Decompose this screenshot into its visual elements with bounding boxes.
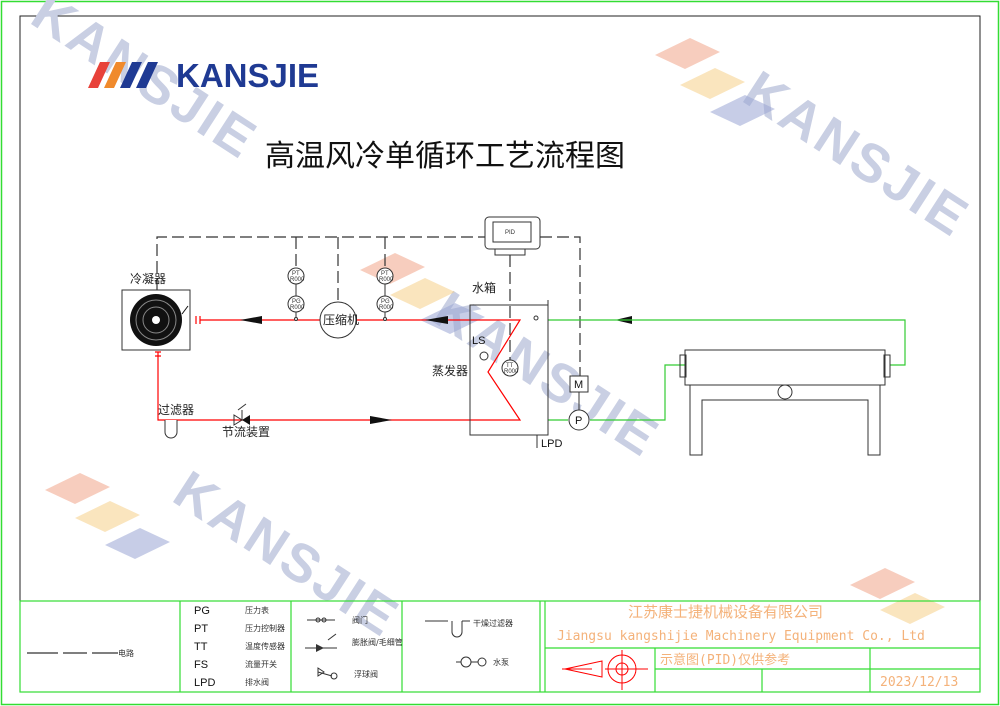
pump: M P <box>568 375 590 431</box>
svg-text:R000: R000 <box>504 369 519 375</box>
kansjie-logo: KANSJIE <box>88 57 319 94</box>
svg-text:PG: PG <box>292 299 301 305</box>
svg-text:电路: 电路 <box>118 648 134 658</box>
tt-sensor: TT R000 <box>501 359 519 377</box>
projection-symbol-icon <box>562 650 648 690</box>
drawing-date: 2023/12/13 <box>880 675 958 690</box>
svg-text:P: P <box>575 415 582 427</box>
dryer-filter: 过滤器 <box>158 403 194 439</box>
title-block: 江苏康士捷机械设备有限公司 Jiangsu kangshijie Machine… <box>557 603 958 690</box>
company-name-en: Jiangsu kangshijie Machinery Equipment C… <box>557 629 925 644</box>
legend-circuit: 电路 <box>27 648 134 658</box>
level-switch-label: LS <box>472 335 485 347</box>
svg-text:R000: R000 <box>379 277 394 283</box>
svg-text:浮球阀: 浮球阀 <box>354 669 378 679</box>
svg-text:节流装置: 节流装置 <box>222 425 270 439</box>
svg-text:PT: PT <box>292 271 300 277</box>
svg-text:温度传感器: 温度传感器 <box>245 641 285 651</box>
pt-gauge-1: PT R000 <box>287 267 305 296</box>
svg-text:排水阀: 排水阀 <box>245 677 269 687</box>
svg-text:LPD: LPD <box>194 677 215 689</box>
pg-gauge-1: PG R000 <box>287 295 305 321</box>
process-equipment <box>679 349 891 456</box>
svg-text:水箱: 水箱 <box>472 280 496 295</box>
svg-text:干燥过滤器: 干燥过滤器 <box>473 618 513 628</box>
pid-controller: PID <box>484 216 541 256</box>
svg-text:膨胀阀/毛细管: 膨胀阀/毛细管 <box>352 637 403 647</box>
svg-text:压力控制器: 压力控制器 <box>245 623 285 633</box>
svg-text:压力表: 压力表 <box>245 605 269 615</box>
refrigerant-lines <box>155 316 522 421</box>
svg-text:PT: PT <box>194 623 208 635</box>
svg-text:TT: TT <box>506 363 514 369</box>
pt-gauge-2: PT R000 <box>376 267 394 296</box>
legend-abbreviations: PG 压力表 PT 压力控制器 TT 温度传感器 FS 流量开关 LPD 排水阀 <box>194 605 285 689</box>
svg-text:阀门: 阀门 <box>352 615 368 625</box>
compressor: 压缩机 <box>319 301 359 339</box>
svg-text:过滤器: 过滤器 <box>158 403 194 417</box>
svg-text:PT: PT <box>381 271 389 277</box>
watermark-text: KANSJIE <box>733 60 980 249</box>
svg-text:R000: R000 <box>379 305 394 311</box>
water-tank: 水箱 蒸发器 LS <box>432 280 549 436</box>
evaporator-label: 蒸发器 <box>432 363 468 378</box>
condenser: 冷凝器 <box>121 271 191 351</box>
reference-note: 示意图(PID)仅供参考 <box>660 652 790 668</box>
watermark-text: KANSJIE <box>163 460 410 649</box>
throttle-valve: 节流装置 <box>222 403 270 439</box>
svg-text:PG: PG <box>194 605 210 617</box>
svg-text:流量开关: 流量开关 <box>245 659 277 669</box>
electrical-lines <box>156 236 581 378</box>
diagram-title: 高温风冷单循环工艺流程图 <box>265 139 625 174</box>
legend-grid <box>19 600 981 693</box>
pg-gauge-2: PG R000 <box>376 295 394 321</box>
water-lines <box>548 319 906 421</box>
svg-text:压缩机: 压缩机 <box>323 312 359 327</box>
svg-text:R000: R000 <box>290 305 305 311</box>
company-name-cn: 江苏康士捷机械设备有限公司 <box>628 603 823 621</box>
svg-text:R000: R000 <box>290 277 305 283</box>
svg-text:水泵: 水泵 <box>493 657 509 667</box>
svg-text:M: M <box>574 379 583 391</box>
svg-text:FS: FS <box>194 659 208 671</box>
svg-text:TT: TT <box>194 641 208 653</box>
legend-symbols: 阀门 膨胀阀/毛细管 浮球阀 干燥过滤器 水泵 <box>305 615 513 680</box>
logo-text: KANSJIE <box>176 57 319 94</box>
condenser-label: 冷凝器 <box>130 271 166 286</box>
svg-text:LPD: LPD <box>541 438 562 450</box>
svg-text:PID: PID <box>505 230 516 236</box>
svg-text:PG: PG <box>381 299 390 305</box>
drain-valve: LPD <box>536 435 562 450</box>
